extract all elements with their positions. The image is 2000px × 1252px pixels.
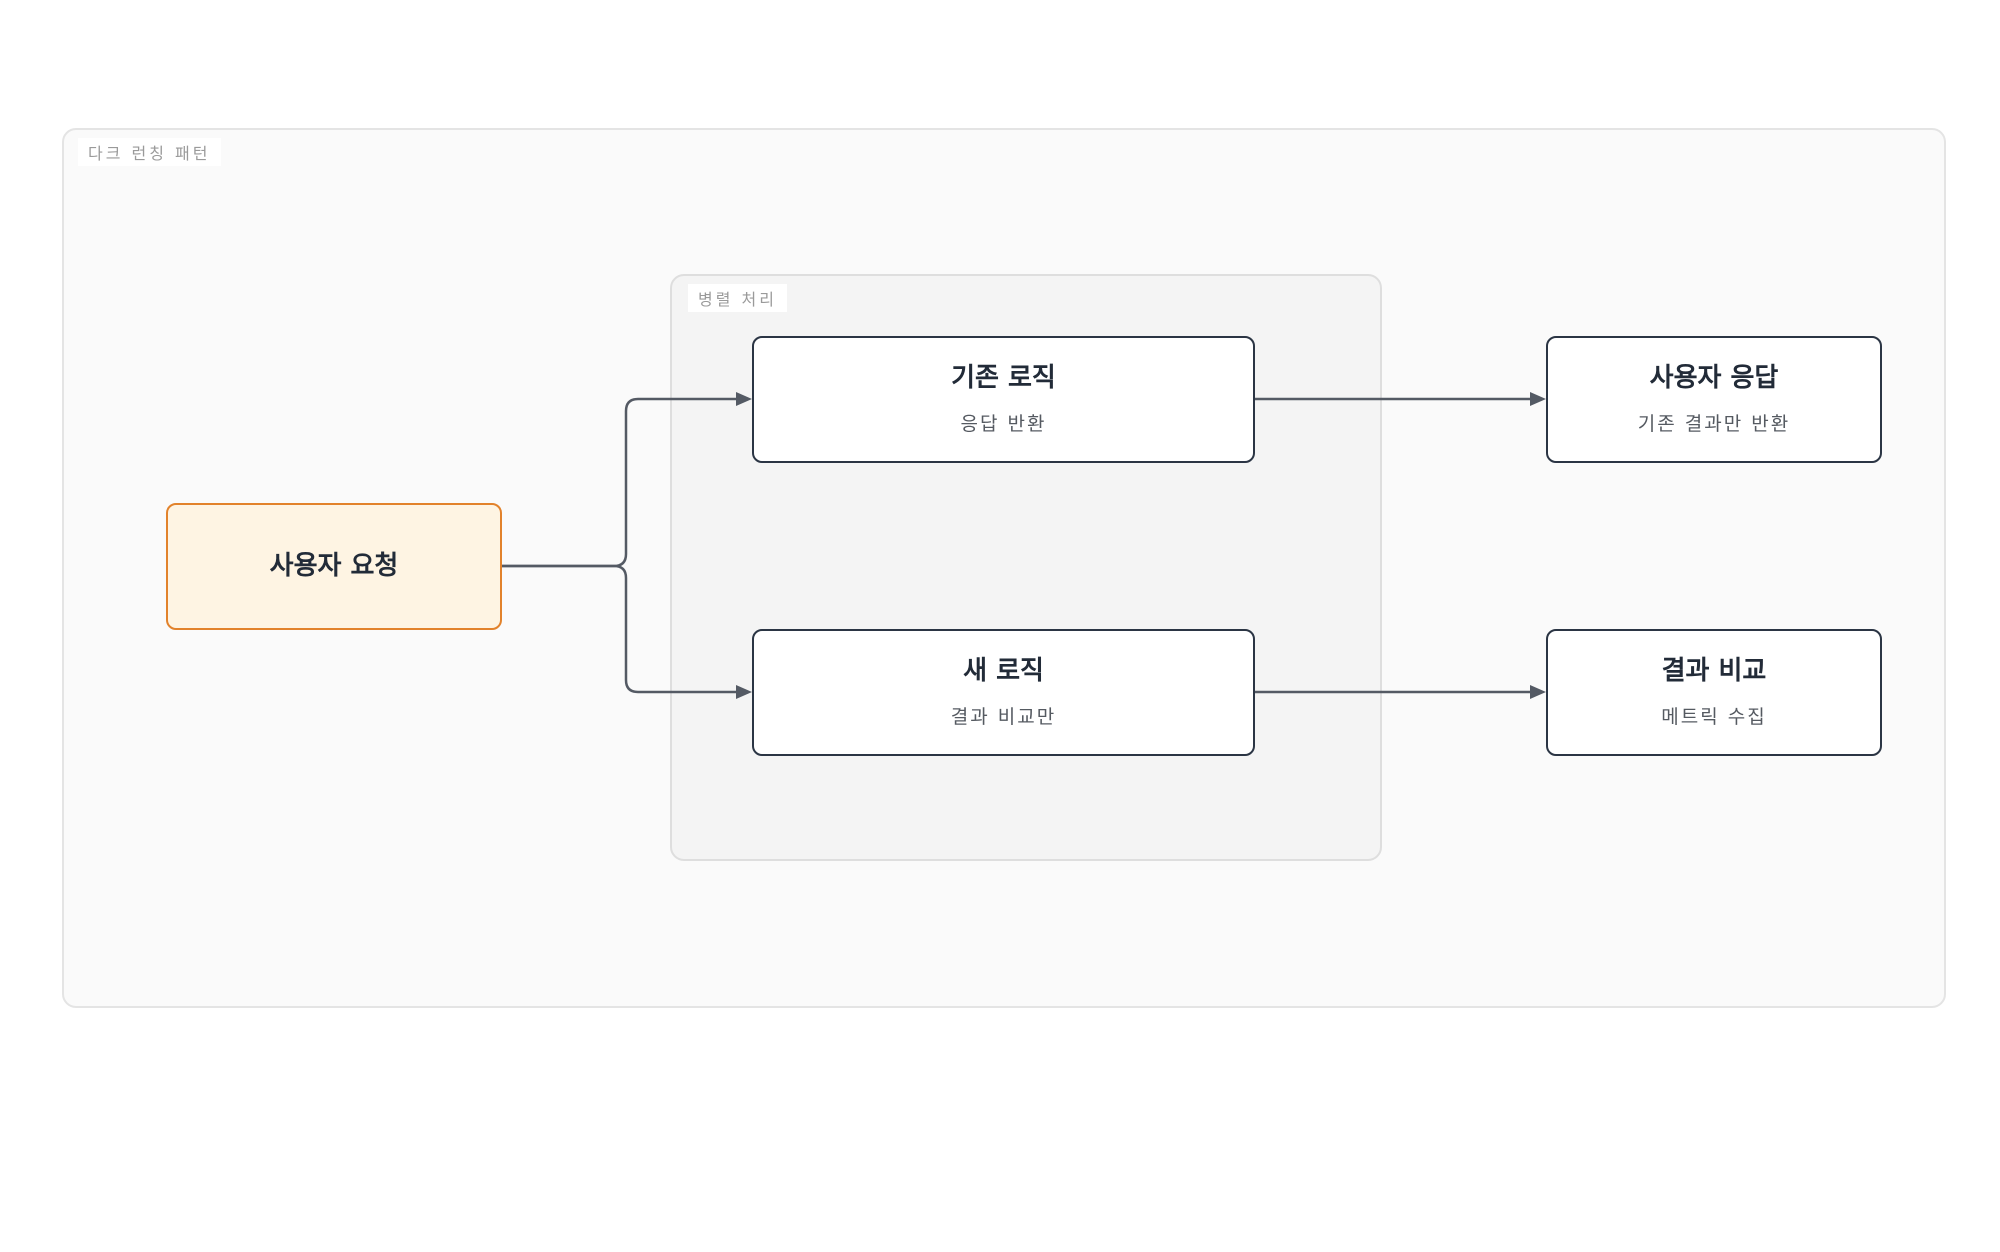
user-response-subtitle: 기존 결과만 반환 bbox=[1637, 412, 1791, 435]
legacy-logic-subtitle: 응답 반환 bbox=[960, 412, 1047, 435]
legacy-logic-title: 기존 로직 bbox=[951, 363, 1056, 394]
legacy-logic-node[interactable]: 기존 로직 응답 반환 bbox=[752, 336, 1255, 463]
user-response-title: 사용자 응답 bbox=[1649, 363, 1779, 394]
compare-results-subtitle: 메트릭 수집 bbox=[1661, 705, 1767, 728]
dark-launching-group-label: 다크 런칭 패턴 bbox=[78, 138, 221, 166]
new-logic-subtitle: 결과 비교만 bbox=[950, 705, 1057, 728]
compare-results-title: 결과 비교 bbox=[1661, 656, 1767, 687]
compare-results-node[interactable]: 결과 비교 메트릭 수집 bbox=[1546, 629, 1882, 756]
user-request-node[interactable]: 사용자 요청 bbox=[166, 503, 502, 630]
new-logic-node[interactable]: 새 로직 결과 비교만 bbox=[752, 629, 1255, 756]
new-logic-title: 새 로직 bbox=[963, 656, 1044, 687]
user-request-title: 사용자 요청 bbox=[269, 550, 399, 581]
user-response-node[interactable]: 사용자 응답 기존 결과만 반환 bbox=[1546, 336, 1882, 463]
parallel-processing-group-label: 병렬 처리 bbox=[688, 284, 787, 312]
